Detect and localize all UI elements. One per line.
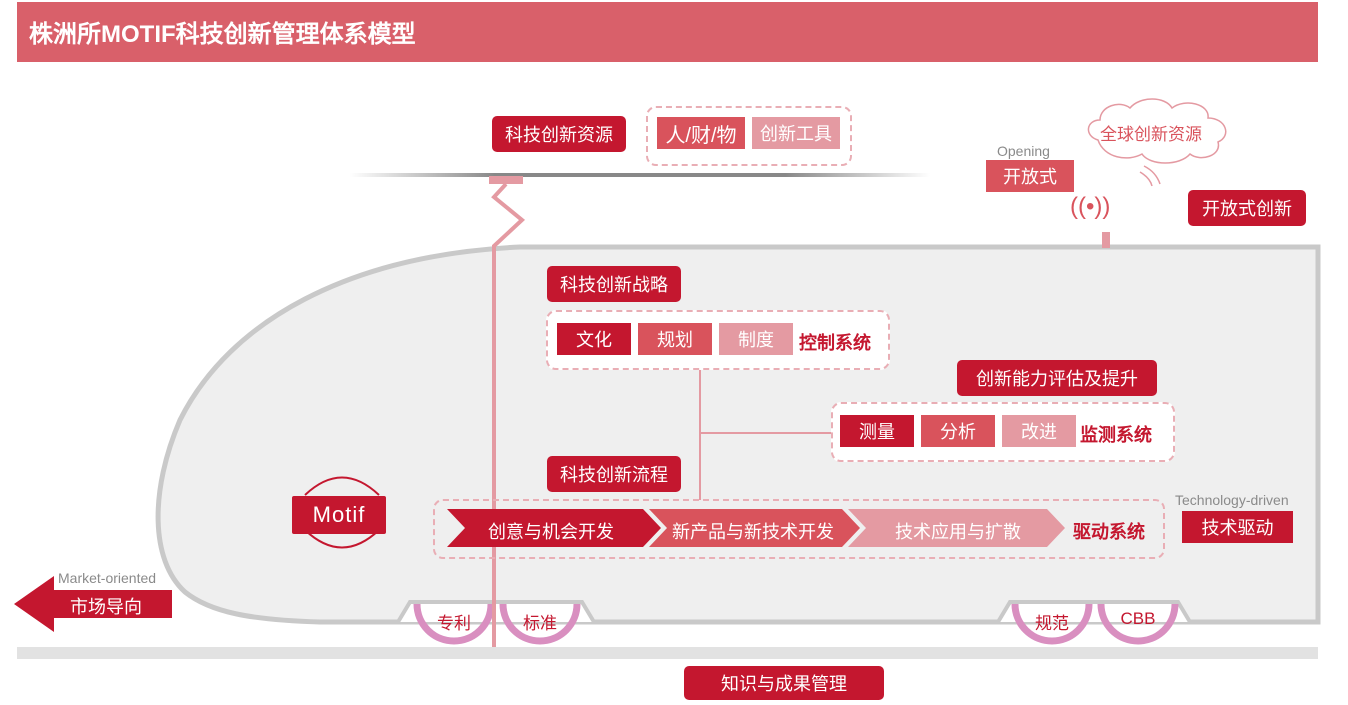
pantograph-arm [491,182,526,647]
wheel-arc-4 [1097,603,1179,645]
strategy-item-culture: 文化 [557,323,631,355]
process-arrow-2 [649,509,860,547]
pantograph-head [489,176,523,184]
wheel-well-right [996,600,1192,624]
wheel-arc-3 [1011,603,1093,645]
strategy-item-rule: 制度 [719,323,793,355]
motif-arc-top [304,476,380,496]
tech-driven-label: 技术驱动 [1182,511,1293,543]
capability-item-analyze: 分析 [921,415,995,447]
motif-arc-bottom [304,529,380,549]
market-en: Market-oriented [58,570,157,586]
market-label: 市场导向 [70,597,142,617]
capability-label: 创新能力评估及提升 [957,360,1157,396]
wheel-norm: 规范 [1035,614,1069,633]
open-innovation-badge: 开放式创新 [1188,190,1306,226]
motif-badge: Motif [292,496,386,534]
control-system-label: 控制系统 [799,333,871,353]
resource-item-people: 人/财/物 [657,117,745,149]
process-box [433,499,1165,559]
process-step-2: 新产品与新技术开发 [672,522,834,542]
process-arrow-1 [447,509,661,547]
process-step-1: 创意与机会开发 [488,522,614,542]
cloud-label: 全球创新资源 [1100,125,1202,144]
process-arrow-3 [848,509,1065,547]
opening-en: Opening [997,143,1050,159]
ground-rail [17,647,1318,659]
antenna-icon: ((•)) [1070,193,1111,220]
tech-en: Technology-driven [1175,492,1289,508]
monitor-system-label: 监测系统 [1080,425,1152,445]
strategy-item-plan: 规划 [638,323,712,355]
market-arrow [14,576,172,632]
process-label: 科技创新流程 [547,456,681,492]
process-step-3: 技术应用与扩散 [895,522,1021,542]
resources-label: 科技创新资源 [492,116,626,152]
opening-label: 开放式 [986,160,1074,192]
signal-lines [1139,165,1161,187]
cloud-shape [1087,98,1227,164]
resource-item-tools: 创新工具 [752,117,840,149]
process-arrows [447,509,1065,547]
page-title: 株洲所MOTIF科技创新管理体系模型 [29,21,416,48]
title-bar [17,2,1318,62]
drive-system-label: 驱动系统 [1073,522,1145,542]
knowledge-label: 知识与成果管理 [684,666,884,700]
wheel-arc-2 [499,603,581,645]
wheel-arc-1 [413,603,495,645]
wheel-cbb: CBB [1120,609,1156,628]
wheel-patent: 专利 [437,614,471,633]
strategy-label: 科技创新战略 [547,266,681,302]
wheel-standard: 标准 [523,614,557,633]
capability-item-improve: 改进 [1002,415,1076,447]
overhead-wire [350,173,930,177]
antenna-base [1102,232,1110,248]
capability-item-measure: 测量 [840,415,914,447]
